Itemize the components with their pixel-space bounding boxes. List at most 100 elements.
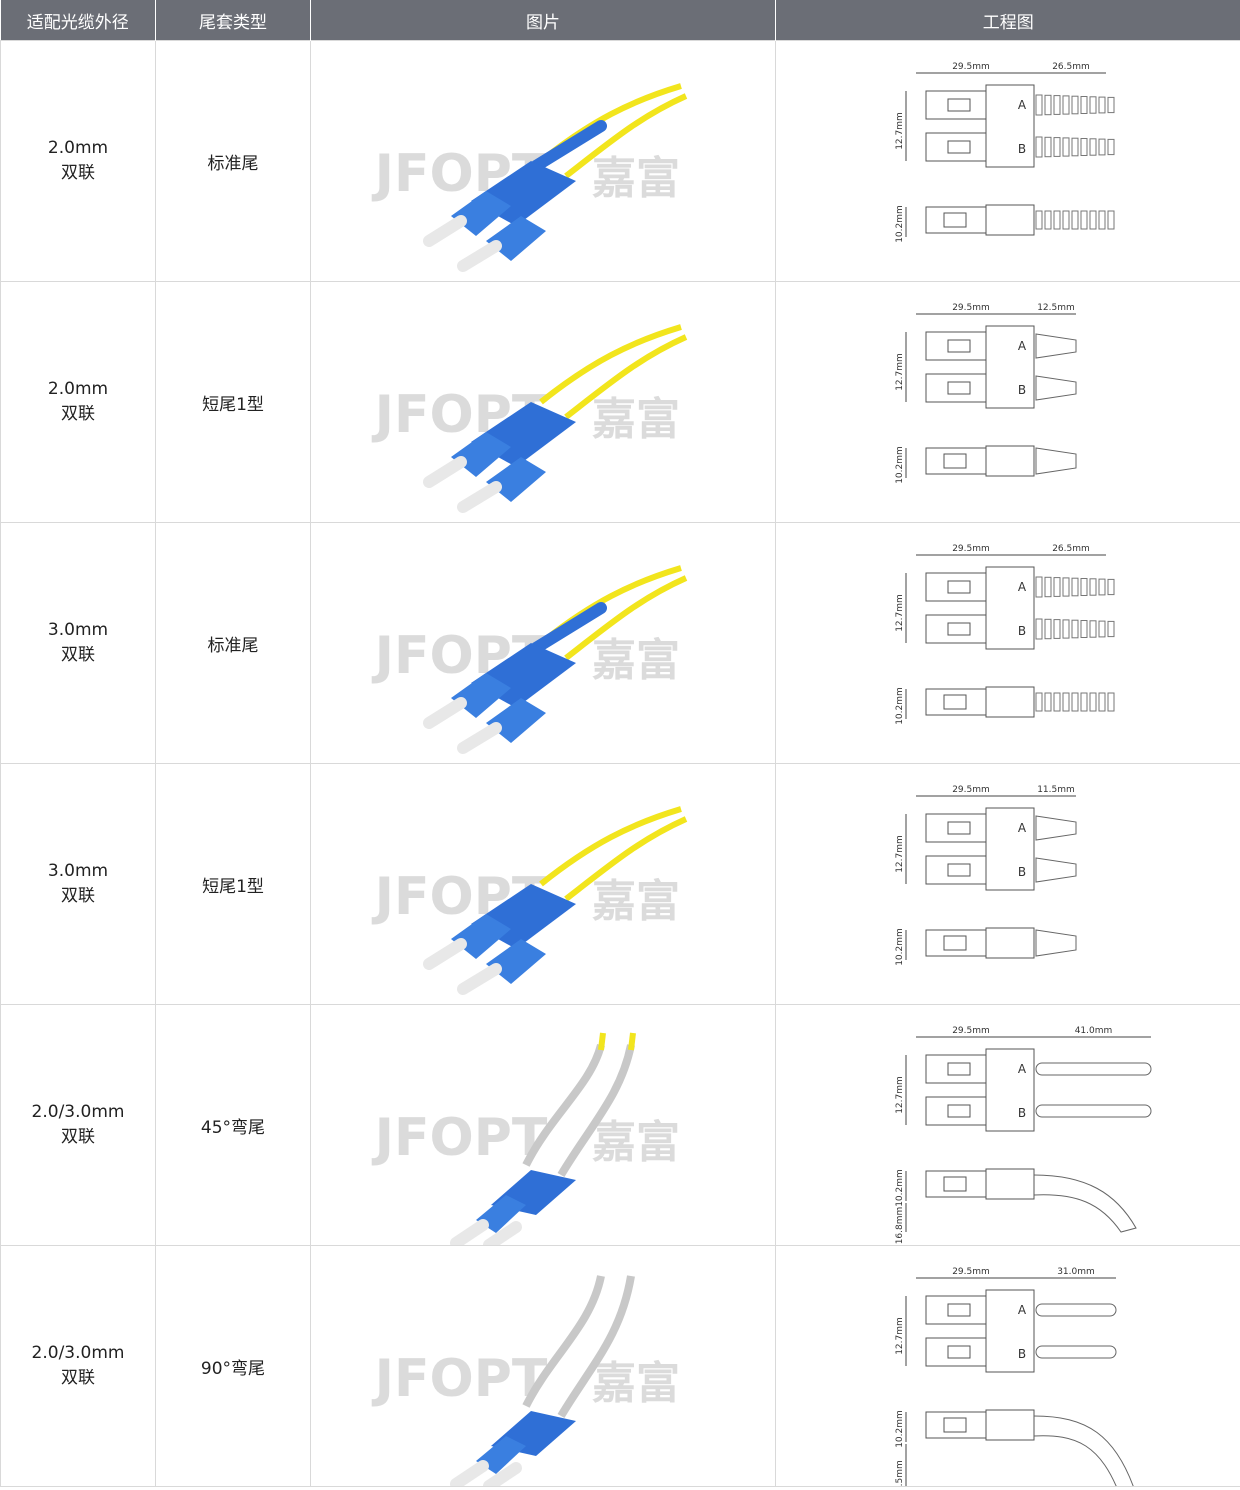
- boot-outline: [1035, 447, 1077, 475]
- mark-a: A: [1018, 580, 1027, 594]
- side-coupling: [985, 1409, 1035, 1441]
- connector-body: [451, 914, 511, 959]
- port-window: [947, 339, 971, 353]
- boot-rib: [1053, 95, 1061, 115]
- boot-rib: [1107, 210, 1115, 230]
- boot-rib: [1080, 578, 1088, 596]
- ferrule: [483, 1221, 522, 1245]
- boot-rib: [1071, 137, 1079, 157]
- mark-b: B: [1018, 1347, 1026, 1361]
- watermark-cn: 嘉富: [592, 394, 680, 445]
- dim-side: 10.2mm: [895, 446, 905, 484]
- mark-a: A: [1018, 821, 1027, 835]
- diameter-cell: 2.0mm 双联: [0, 281, 156, 523]
- mode-value: 双联: [61, 886, 95, 906]
- boot-rib: [1062, 577, 1070, 597]
- dim-boot-length: 26.5mm: [1052, 544, 1090, 554]
- boot-rib: [1035, 94, 1043, 116]
- ferrule: [423, 215, 467, 247]
- mark-a: A: [1018, 98, 1027, 112]
- boot-rib: [1053, 137, 1061, 157]
- boot-rib: [1062, 619, 1070, 639]
- boot-type-cell: 45°弯尾: [155, 1004, 311, 1246]
- watermark-latin: JFOPT: [372, 1349, 548, 1409]
- boot-rib: [1044, 618, 1052, 640]
- mark-a: A: [1018, 339, 1027, 353]
- side-body: [925, 1411, 987, 1439]
- table-header-row: 适配光缆外径 尾套类型 图片 工程图: [0, 0, 1240, 41]
- fiber-cable: [539, 806, 682, 887]
- boot-rib: [1089, 578, 1097, 596]
- boot-rib: [1044, 210, 1052, 230]
- boot-rib: [1107, 692, 1115, 712]
- boot-rib: [1044, 136, 1052, 158]
- dim-height: 12.7mm: [895, 1317, 905, 1355]
- port-window: [947, 1062, 971, 1076]
- port-outline: [925, 1295, 987, 1325]
- boot-rib: [1089, 210, 1097, 230]
- side-body: [925, 206, 987, 234]
- coupling-block: [985, 325, 1035, 409]
- dim-length: 29.5mm: [952, 544, 990, 554]
- port-outline: [925, 373, 987, 403]
- dim-side: 10.2mm: [895, 1169, 905, 1207]
- fiber-cable: [557, 1044, 635, 1178]
- fiber-cable: [564, 334, 688, 420]
- diameter-cell: 3.0mm 双联: [0, 763, 156, 1005]
- boot-rib: [1062, 692, 1070, 712]
- watermark-cn: 嘉富: [592, 153, 680, 204]
- boot-rib: [1071, 619, 1079, 639]
- boot-rib: [1071, 210, 1079, 230]
- boot-rib: [1053, 577, 1061, 597]
- dim-length: 29.5mm: [952, 1267, 990, 1277]
- fiber-cable: [557, 1275, 635, 1419]
- boot-rib: [1044, 94, 1052, 116]
- side-latch: [943, 694, 967, 710]
- boot-type-cell: 标准尾: [155, 522, 311, 764]
- boot-rib: [1080, 138, 1088, 156]
- boot-rib: [1035, 692, 1043, 712]
- port-window: [947, 1303, 971, 1317]
- sc-connector: [450, 1170, 576, 1245]
- diameter-cell: 2.0/3.0mm 双联: [0, 1004, 156, 1246]
- ferrule: [457, 963, 502, 995]
- dim-side: 10.2mm: [895, 687, 905, 725]
- mode-value: 双联: [61, 163, 95, 183]
- sc-connector: [423, 643, 576, 754]
- boot-rib: [1035, 576, 1043, 598]
- coupling-block: [985, 84, 1035, 168]
- boot-rib: [1107, 620, 1115, 638]
- port-outline: [925, 813, 987, 843]
- dim-drop: 16.8mm: [895, 1207, 905, 1245]
- ferrule: [457, 481, 502, 513]
- boot: [530, 602, 607, 654]
- side-coupling: [985, 686, 1035, 718]
- dim-height: 12.7mm: [895, 835, 905, 873]
- port-window: [947, 580, 971, 594]
- dim-boot-length: 41.0mm: [1075, 1026, 1113, 1036]
- mark-b: B: [1018, 624, 1026, 638]
- dim-boot-length: 11.5mm: [1037, 785, 1075, 795]
- ferrule: [457, 240, 502, 272]
- watermark-cn: 嘉富: [592, 876, 680, 927]
- mode-value: 双联: [61, 404, 95, 424]
- fiber-cable: [628, 1032, 636, 1051]
